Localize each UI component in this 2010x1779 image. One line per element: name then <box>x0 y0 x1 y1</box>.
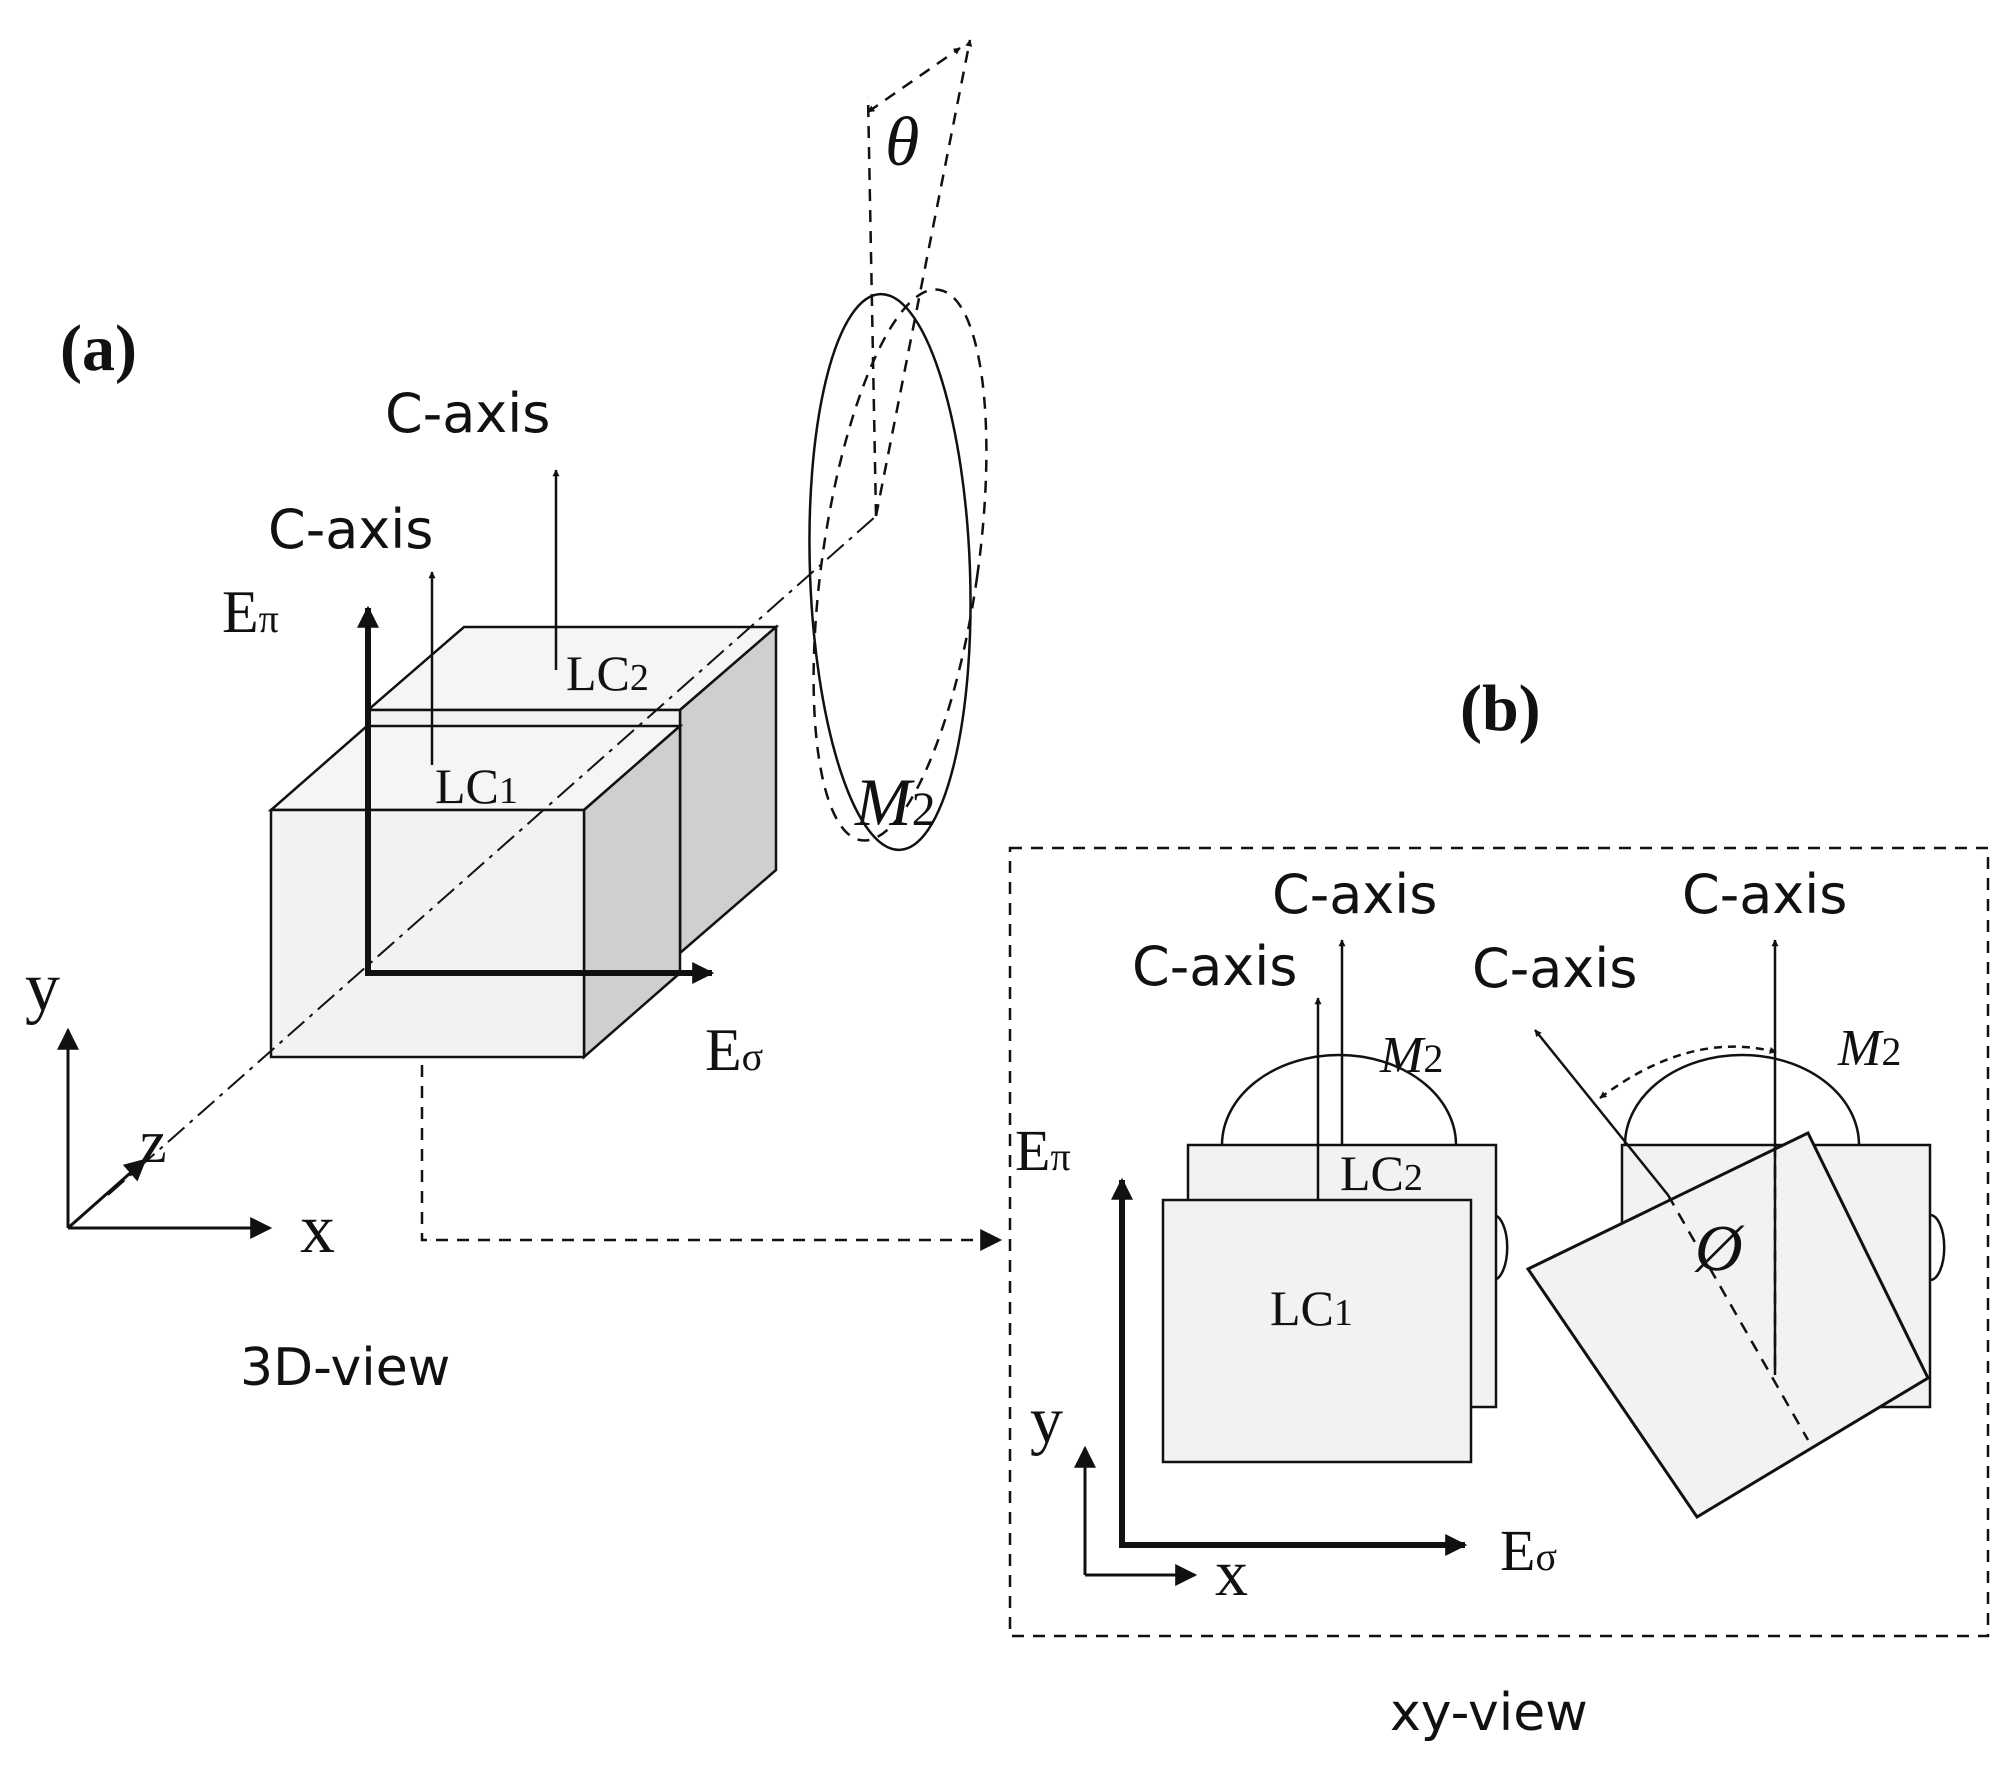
x-label-3d: x <box>300 1191 335 1268</box>
phi-angle-arc <box>1599 1045 1777 1099</box>
c-axis-label-lc2: C-axis <box>385 382 550 445</box>
z-axis-arrow-3d <box>67 1158 147 1230</box>
xy-lc2-label: LC2 <box>1340 1145 1423 1201</box>
phi-label: Ø <box>1694 1212 1745 1285</box>
xy-c-axis-label-lc1: C-axis <box>1132 935 1297 998</box>
xy-x-label: x <box>1215 1537 1248 1610</box>
xy-c-axis-label-rotated: C-axis <box>1472 937 1637 1000</box>
xy-e-pi-label: Eπ <box>1015 1118 1071 1183</box>
coordinate-axes-3d <box>57 1027 273 1239</box>
xy-rotated-square <box>1525 1130 1930 1520</box>
xy-lc1-label: LC1 <box>1270 1280 1353 1336</box>
cube-lc1-front-face <box>269 808 586 1059</box>
theta-arc <box>867 46 961 114</box>
xy-y-label: y <box>1030 1384 1063 1457</box>
theta-ray-vertical <box>866 95 878 517</box>
y-label-3d: y <box>25 949 60 1026</box>
theta-label: θ <box>885 104 919 181</box>
view-connector-arrow <box>420 1065 1003 1251</box>
lc1-label: LC1 <box>435 758 518 814</box>
z-axis-dashdot <box>107 515 877 1196</box>
panel-a-label: (a) <box>60 312 137 385</box>
xy-c-axis-dashed-rotated <box>1666 1194 1810 1441</box>
z-label-3d: z <box>140 1109 167 1175</box>
panel-a-3d-view: (a) LC2 LC1 C-axis C-axis <box>25 39 1003 1398</box>
theta-ray-tilted <box>874 39 973 517</box>
theta-construction <box>866 39 973 517</box>
xy-c-axis-label-lc2: C-axis <box>1272 863 1437 926</box>
xy-m2-label-left: M2 <box>1379 1027 1443 1084</box>
m2-arc-right <box>1623 1053 1861 1146</box>
panel-b-xy-view: (b) LC2 LC1 C-axis C-axis M2 <box>1008 672 1990 1743</box>
xy-left-cell-pair: LC2 LC1 C-axis C-axis M2 Eπ Eσ y x <box>1015 863 1557 1610</box>
panel-a-caption: 3D-view <box>240 1338 450 1398</box>
m2-arc-left-right-edge <box>1492 1213 1509 1282</box>
xy-e-sigma-label: Eσ <box>1500 1518 1557 1583</box>
ellipse-dashed <box>812 288 988 842</box>
m2-label-3d: M2 <box>854 764 936 840</box>
m2-arc-right-edge <box>1929 1213 1946 1282</box>
xy-c-axis-label-fixed: C-axis <box>1682 863 1847 926</box>
xy-view-frame <box>1008 846 1990 1638</box>
panel-b-caption: xy-view <box>1390 1683 1588 1743</box>
polarizer-ellipse-m2 <box>808 288 988 852</box>
e-sigma-label: Eσ <box>705 1017 763 1083</box>
panel-b-label: (b) <box>1460 672 1541 745</box>
ellipse-solid <box>808 292 972 852</box>
m2-arc-left <box>1220 1053 1458 1146</box>
xy-lc1-square <box>1161 1198 1473 1464</box>
xy-c-axis-arrow-rotated <box>1534 1029 1669 1196</box>
lc2-label: LC2 <box>566 645 649 701</box>
c-axis-label-lc1: C-axis <box>268 498 433 561</box>
e-pi-label: Eπ <box>222 579 279 645</box>
xy-m2-label-right: M2 <box>1837 1020 1901 1077</box>
xy-right-cell-pair: Ø C-axis C-axis M2 <box>1472 863 1946 1520</box>
